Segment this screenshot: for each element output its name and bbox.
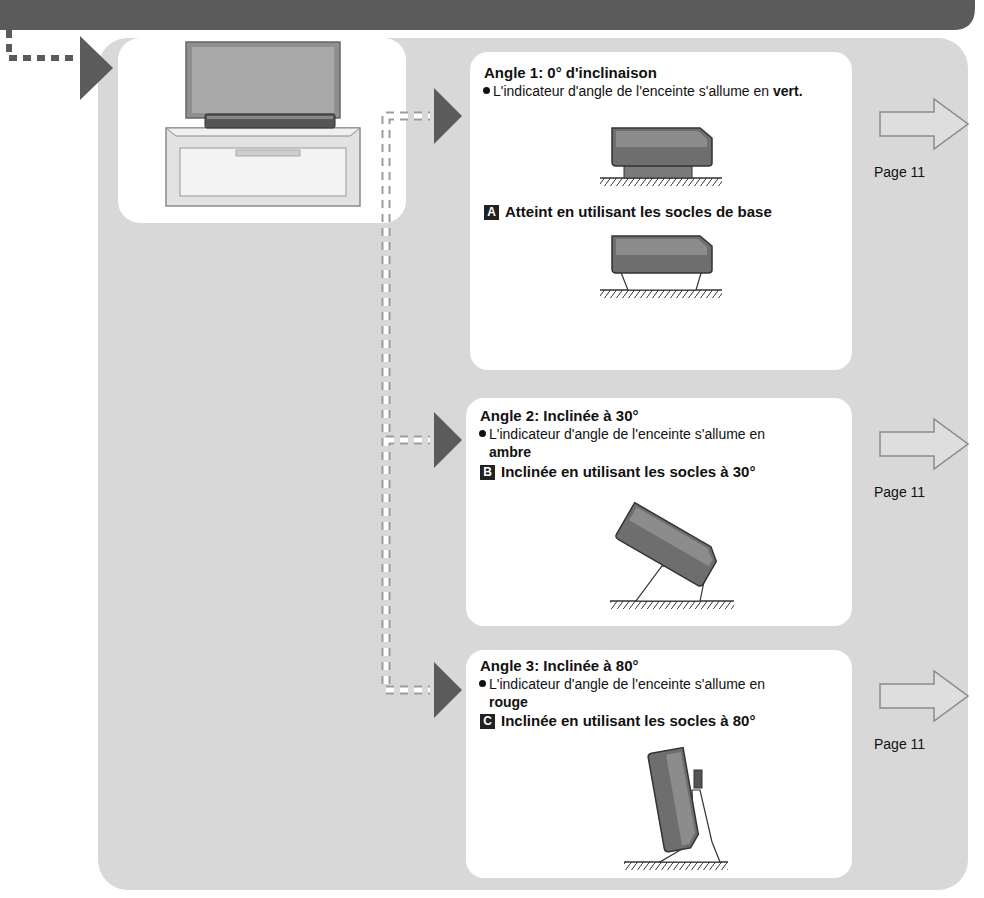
bullet-row: L'indicateur d'angle de l'enceinte s'all…: [478, 425, 807, 461]
drawing-part: [615, 503, 722, 588]
box-background: [466, 650, 852, 878]
branch-connectors: [386, 88, 462, 718]
header-band: [0, 0, 984, 30]
box-background: [470, 52, 852, 370]
drawing-part: [648, 748, 701, 853]
drawing-part: [610, 601, 734, 609]
lead-in-connector: [9, 30, 113, 100]
drawing-part: [192, 47, 334, 113]
speaker-tilted-30: [610, 503, 734, 609]
page-reference: Page 11: [874, 736, 925, 753]
drawing-part: [624, 862, 728, 870]
box-heading: Angle 2: Inclinée à 30°: [480, 407, 639, 425]
speaker-flat-stand: [600, 236, 722, 298]
drawing-part: [600, 290, 722, 298]
node-backgrounds: [466, 52, 852, 878]
drawing-part: [666, 752, 697, 845]
drawing-part: [600, 178, 722, 186]
drawing-part: [386, 116, 430, 690]
page-reference: Page 11: [874, 164, 925, 181]
indicator-note: L'indicateur d'angle de l'enceinte s'all…: [489, 675, 807, 711]
bullet-dot: [483, 87, 490, 94]
box-background: [466, 398, 852, 626]
drawing-part: [694, 770, 702, 788]
drawing-part: [236, 150, 300, 156]
speaker-flat-pads: [600, 128, 722, 186]
angle-box: Angle 1: 0° d'inclinaisonL'indicateur d'…: [470, 52, 852, 370]
stand-row: A Atteint en utilisant les socles de base: [484, 203, 772, 221]
drawing-part: [434, 88, 462, 144]
drawing-part: [615, 503, 722, 588]
drawing-part: [9, 30, 76, 58]
stand-row: C Inclinée en utilisant les socles à 80°: [480, 712, 755, 730]
bullet-row: L'indicateur d'angle de l'enceinte s'all…: [478, 675, 807, 711]
drawing-part: [80, 36, 113, 100]
drawing-part: [166, 128, 360, 136]
indicator-note: L'indicateur d'angle de l'enceinte s'all…: [489, 425, 807, 461]
bullet-dot: [479, 680, 486, 687]
drawing-part: [207, 116, 333, 119]
drawing-part: [205, 114, 335, 128]
page-arrows: [880, 99, 968, 721]
drawing-part: [434, 412, 462, 468]
angle-box: Angle 3: Inclinée à 80°L'indicateur d'an…: [466, 650, 852, 878]
drawing-part: [434, 662, 462, 718]
drawing-part: [386, 116, 430, 690]
indicator-note: L'indicateur d'angle de l'enceinte s'all…: [493, 82, 811, 100]
drawing-part: [648, 748, 701, 853]
drawing-part: [616, 239, 707, 255]
box-heading: Angle 3: Inclinée à 80°: [480, 657, 639, 675]
speaker-tilted-80: [624, 748, 728, 870]
drawing-part: [880, 671, 968, 721]
drawing-part: [186, 42, 340, 118]
stand-letter: C: [480, 714, 495, 729]
stand-label: Atteint en utilisant les socles de base: [505, 203, 772, 221]
grey-panel: [98, 38, 968, 890]
drawing-part: [612, 236, 712, 273]
box-heading: Angle 1: 0° d'inclinaison: [484, 64, 657, 82]
stand-row: B Inclinée en utilisant les socles à 30°: [480, 463, 755, 481]
bullet-dot: [479, 430, 486, 437]
stand-label: Inclinée en utilisant les socles à 30°: [501, 463, 755, 481]
tv-illustration: [166, 42, 360, 206]
tv-box: [118, 38, 406, 223]
drawing-part: [612, 128, 712, 166]
stand-letter: A: [484, 205, 499, 220]
drawing-part: [180, 148, 346, 196]
drawing-part: [616, 131, 707, 147]
stand-label: Inclinée en utilisant les socles à 80°: [501, 712, 755, 730]
drawing-part: [880, 419, 968, 469]
drawing-part: [166, 128, 360, 206]
bullet-row: L'indicateur d'angle de l'enceinte s'all…: [482, 82, 811, 100]
drawing-part: [880, 99, 968, 149]
drawing-part: [629, 507, 716, 566]
page-reference: Page 11: [874, 484, 925, 501]
angle-box: Angle 2: Inclinée à 30°L'indicateur d'an…: [466, 398, 852, 626]
stand-letter: B: [480, 465, 495, 480]
